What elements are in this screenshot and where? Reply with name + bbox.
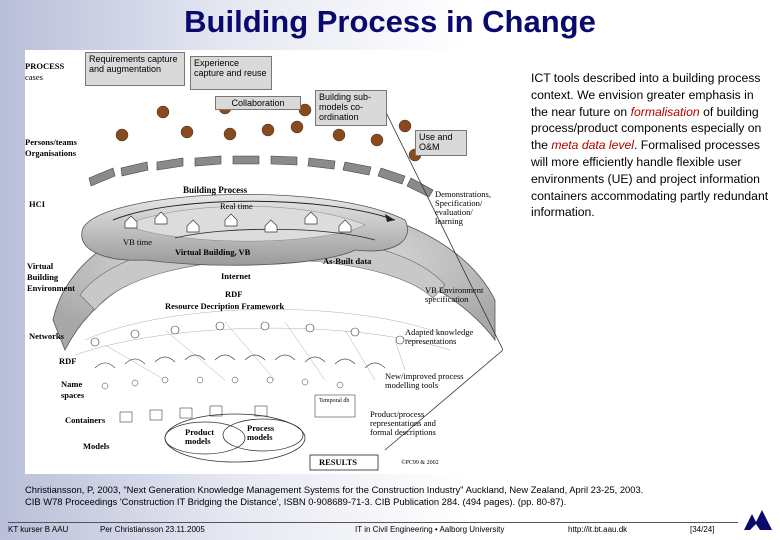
label-rdf-framework: Resource Decription Framework	[165, 301, 285, 311]
label-virtual-building: Virtual Building, VB	[175, 247, 251, 257]
label-networks: Networks	[29, 331, 64, 341]
label-adapted-knowledge: Adapted knowledge representations	[405, 327, 474, 346]
label-containers: Containers	[65, 415, 106, 425]
label-building: Building	[27, 272, 59, 282]
network-mesh	[74, 309, 451, 381]
network-nodes	[90, 321, 405, 347]
label-new-process: New/improved process modelling tools	[385, 371, 464, 390]
description-text: ICT tools described into a building proc…	[531, 70, 771, 221]
label-name: Name	[61, 379, 83, 389]
box-experience: Experience capture and reuse	[190, 56, 272, 90]
label-persons-teams: Persons/teams	[25, 137, 77, 147]
box-collaboration: Collaboration	[215, 96, 301, 110]
description-emphasis-meta-data: meta data level	[551, 138, 634, 153]
footer-author-date: Per Christiansson 23.11.2005	[100, 525, 205, 534]
house-icons	[124, 211, 352, 233]
label-product-process: Product/process representations and form…	[370, 409, 436, 437]
label-process-models: Process models	[247, 423, 275, 442]
label-cases: cases	[25, 72, 43, 82]
label-as-built: As-Built data	[323, 256, 372, 266]
footer-course: KT kurser B AAU	[8, 525, 69, 534]
description-part-3: of building process/product components e…	[531, 104, 762, 153]
rdf-arcs	[94, 354, 386, 369]
label-hci: HCI	[29, 199, 46, 209]
label-rdf-left: RDF	[59, 356, 77, 366]
label-temporal-db: Temporal db	[319, 398, 350, 404]
footer-department: IT in Civil Engineering • Aalborg Univer…	[355, 525, 505, 534]
label-organisations: Organisations	[25, 148, 77, 158]
label-rdf: RDF	[225, 289, 243, 299]
name-space-nodes	[101, 376, 344, 390]
label-copyright: ©PC99 & 2002	[401, 460, 439, 466]
aau-logo-icon	[744, 510, 772, 530]
slide-title: Building Process in Change	[184, 4, 596, 39]
model-ellipses	[164, 413, 306, 463]
label-vb-time: VB time	[123, 237, 153, 247]
box-requirements: Requirements capture and augmentation	[85, 52, 185, 86]
hci-screens	[88, 155, 434, 198]
description-part-1: ICT tools described into a building proc…	[531, 71, 761, 119]
citation: Christiansson, P, 2003, "Next Generation…	[25, 484, 644, 507]
footer-page-number: [34/24]	[690, 525, 715, 534]
footer: KT kurser B AAU Per Christiansson 23.11.…	[0, 520, 780, 540]
label-models: Models	[83, 441, 110, 451]
container-boxes	[119, 405, 268, 423]
footer-url[interactable]: http://it.bt.aau.dk	[568, 525, 628, 534]
description-part-5: . Formalised processes will more efficie…	[531, 138, 769, 220]
label-demonstrations: Demonstrations, Specification/ evaluatio…	[435, 189, 491, 226]
label-vb-env-spec: VB Environment specification	[425, 285, 484, 304]
box-use-om: Use and O&M	[415, 130, 467, 156]
diagram-graphics	[52, 89, 503, 471]
box-submodels: Building sub-models co-ordination	[315, 90, 387, 126]
footer-rule	[8, 522, 738, 523]
label-process: PROCESS	[25, 61, 65, 71]
person-icons	[115, 101, 422, 162]
label-virtual: Virtual	[27, 261, 54, 271]
label-environment: Environment	[27, 283, 76, 293]
label-internet: Internet	[221, 271, 251, 281]
description-emphasis-formalisation: formalisation	[630, 104, 700, 119]
label-results: RESULTS	[319, 457, 357, 467]
label-product-models: Product models	[185, 427, 215, 446]
building-process-diagram: PROCESS cases Persons/teams Organisation…	[25, 50, 503, 474]
label-building-process: Building Process	[183, 185, 248, 195]
label-real-time: Real time	[220, 201, 253, 211]
label-spaces: spaces	[61, 390, 85, 400]
